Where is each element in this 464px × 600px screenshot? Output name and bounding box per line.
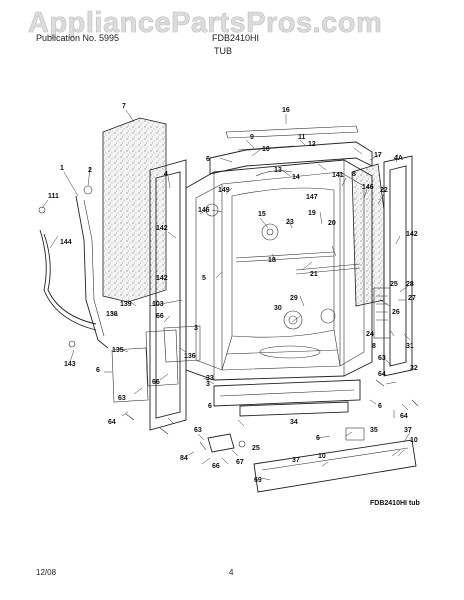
callout-label: 22 — [380, 187, 388, 194]
callout-label: 31 — [406, 343, 414, 350]
callout-label: 14 — [292, 174, 300, 181]
callout-label: 11 — [298, 134, 306, 141]
callout-label: 142 — [156, 225, 168, 232]
callout-label: 146 — [362, 184, 374, 191]
top-rim — [209, 141, 373, 175]
callout-label: 37 — [404, 427, 412, 434]
callout-label: 24 — [366, 331, 374, 338]
callout-label: 142 — [406, 231, 418, 238]
callout-label: 149 — [218, 187, 230, 194]
callout-label: 66 — [212, 463, 220, 470]
callout-label: 30 — [274, 305, 282, 312]
callout-label: 64 — [400, 413, 408, 420]
tub-body — [185, 159, 373, 381]
pump-wheel — [283, 310, 303, 330]
callout-label: 64 — [378, 371, 386, 378]
callout-label: 17 — [374, 152, 382, 159]
callout-label: 103 — [152, 301, 164, 308]
callout-label: 20 — [328, 220, 336, 227]
side-panel-left — [149, 159, 187, 431]
callout-label: 66 — [156, 313, 164, 320]
callout-label: 25 — [252, 445, 260, 452]
callout-label: 23 — [286, 219, 294, 226]
callout-label: 6 — [378, 403, 382, 410]
callout-label: 63 — [378, 355, 386, 362]
toe-kick — [239, 401, 349, 417]
callout-label: 1 — [60, 165, 64, 172]
callout-label: 37 — [292, 457, 300, 464]
callout-label: 9 — [250, 134, 254, 141]
callout-label: 6 — [206, 156, 210, 163]
callout-label: 135 — [112, 347, 124, 354]
callout-label: 6 — [96, 367, 100, 374]
callout-numbers: 7 16 9 11 12 10 6 13 14 17 8 4A 1 2 111 … — [48, 103, 418, 484]
callout-label: 10 — [410, 437, 418, 444]
callout-label: 67 — [236, 459, 244, 466]
callout-label: 19 — [308, 210, 316, 217]
callout-label: 21 — [310, 271, 318, 278]
callout-label: 6 — [316, 435, 320, 442]
callout-label: 25 — [390, 281, 398, 288]
front-frame — [213, 379, 361, 407]
callout-label: 8 — [352, 171, 356, 178]
callout-label: 28 — [406, 281, 414, 288]
callout-label: 16 — [282, 107, 290, 114]
callout-label: 27 — [408, 295, 416, 302]
callout-label: 4A — [394, 155, 403, 162]
callout-label: 66 — [152, 379, 160, 386]
callout-label: 34 — [290, 419, 298, 426]
callout-label: 32 — [410, 365, 418, 372]
callout-label: 12 — [308, 141, 316, 148]
model-number: FDB2410HI — [212, 33, 260, 43]
callout-label: 84 — [180, 455, 188, 462]
callout-label: 10 — [318, 453, 326, 460]
callout-label: 138 — [106, 311, 118, 318]
callout-label: 146 — [198, 207, 210, 214]
diagram-caption: FDB2410HI tub — [370, 500, 420, 507]
callout-label: 33 — [206, 375, 214, 382]
callout-label: 142 — [156, 275, 168, 282]
callout-label: 141 — [332, 172, 344, 179]
callout-label: 29 — [290, 295, 298, 302]
watermark: AppliancePartsPros.com — [28, 7, 383, 40]
footer-date: 12/08 — [36, 568, 57, 577]
callout-label: 63 — [194, 427, 202, 434]
callout-label: 15 — [258, 211, 266, 218]
kick-panel — [253, 439, 417, 493]
callout-label: 10 — [262, 146, 270, 153]
callout-label: 3 — [194, 325, 198, 332]
inlet-valve — [207, 433, 235, 453]
callout-label: 139 — [120, 301, 132, 308]
callout-label: 18 — [268, 257, 276, 264]
water-line — [75, 195, 109, 349]
callout-label: 2 — [88, 167, 92, 174]
callout-label: 4 — [164, 171, 168, 178]
callout-label: 63 — [118, 395, 126, 402]
callout-label: 8 — [372, 343, 376, 350]
callout-label: 111 — [48, 193, 59, 200]
footer-page-number: 4 — [229, 568, 234, 577]
callout-label: 5 — [202, 275, 206, 282]
callout-label: 144 — [60, 239, 72, 246]
callout-label: 3 — [206, 381, 210, 388]
callout-label: 64 — [108, 419, 116, 426]
drain-hose — [39, 229, 97, 331]
callout-label: 6 — [208, 403, 212, 410]
callout-label: 26 — [392, 309, 400, 316]
callout-label: 7 — [122, 103, 126, 110]
callout-label: 13 — [274, 167, 282, 174]
callout-label: 35 — [370, 427, 378, 434]
callout-label: 69 — [254, 477, 262, 484]
publication-number: Publication No. 5995 — [36, 33, 120, 43]
section-title: TUB — [214, 46, 232, 56]
callout-label: 143 — [64, 361, 76, 368]
callout-label: 136 — [184, 353, 196, 360]
callout-label: 147 — [306, 194, 318, 201]
